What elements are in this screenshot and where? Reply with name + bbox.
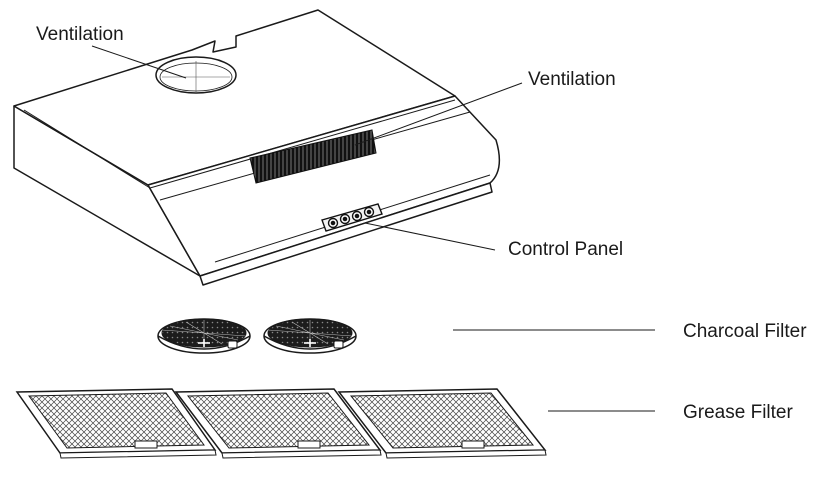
grease-filter-2 [174, 388, 382, 459]
ventilation-top-label: Ventilation [36, 24, 124, 45]
charcoal-filter-label: Charcoal Filter [683, 321, 807, 342]
ventilation-grille [249, 129, 377, 184]
charcoal-filter-2 [263, 318, 357, 354]
control-panel-buttons [321, 203, 383, 232]
leader-lines [91, 45, 655, 412]
leader-control-panel [364, 222, 496, 251]
hood-bottom-lip [199, 182, 493, 286]
grease-filter-3 [337, 388, 547, 459]
ventilation-front-label: Ventilation [528, 69, 616, 90]
leader-ventilation-front [354, 82, 523, 146]
charcoal-filter-1 [157, 318, 251, 354]
ventilation-outlet [155, 56, 237, 94]
control-panel-label: Control Panel [508, 239, 624, 260]
grease-filter-label: Grease Filter [683, 402, 793, 423]
leader-ventilation-top [91, 45, 187, 79]
range-hood [13, 9, 501, 286]
grease-filter-1 [15, 388, 217, 459]
